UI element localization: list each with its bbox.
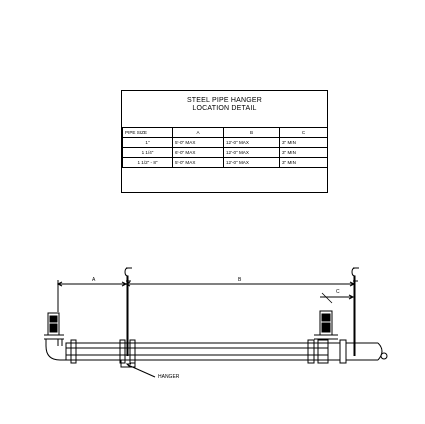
hanger-spacing-table: PIPE SIZE A B C 1" 5'-0" MAX 12'-0" MAX … <box>122 127 328 168</box>
title-line-1: STEEL PIPE HANGER <box>186 97 263 104</box>
sprinkler-head-left <box>44 312 64 340</box>
dim-b-label: B <box>238 277 242 283</box>
hanger-spec-block: STEEL PIPE HANGER LOCATION DETAIL PIPE S… <box>121 90 328 193</box>
hanger-leader <box>125 363 156 378</box>
sprinkler-head-right <box>314 310 338 340</box>
hanger-label: HANGER <box>158 374 180 380</box>
dim-c-label: C <box>336 289 340 295</box>
hanger-ring <box>120 360 136 368</box>
branch-pipe <box>65 339 388 364</box>
dimension-line-c <box>320 292 355 304</box>
dimension-line-ab <box>56 280 356 300</box>
title-line-2: LOCATION DETAIL <box>192 105 257 112</box>
cell-c: 3" MIN <box>279 157 328 168</box>
dim-a-label: A <box>92 277 96 283</box>
table-row: 1 1/2" - 8" 5'-0" MAX 12'-0" MAX 3" MIN <box>122 157 328 168</box>
pipe-drop-left <box>45 339 66 361</box>
detail-title: STEEL PIPE HANGER LOCATION DETAIL <box>122 97 327 113</box>
